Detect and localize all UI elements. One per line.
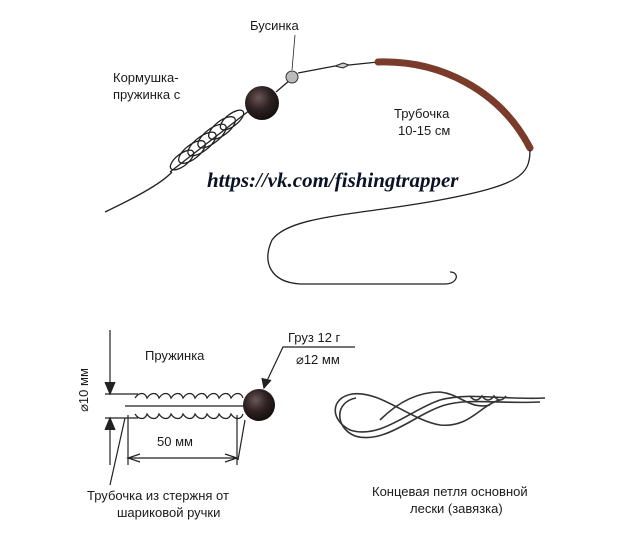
tube-label-line-1: Трубочка — [394, 106, 450, 121]
tube-caption-line-2: шариковой ручки — [117, 505, 221, 520]
feeder-weight-ball — [245, 86, 279, 120]
spring-label: Пружинка — [145, 348, 205, 363]
swivel — [333, 62, 351, 69]
tube-caption-line-1: Трубочка из стержня от — [87, 488, 229, 503]
bead — [285, 70, 299, 84]
weight-label: Груз 12 г — [288, 330, 341, 345]
feeder-label-line-1: Кормушка- — [113, 70, 179, 85]
leader-line — [267, 149, 531, 285]
weight-ball — [243, 389, 275, 421]
dimension-lines — [104, 330, 355, 486]
end-loop-knot — [334, 391, 546, 439]
feeder-label-line-2: пружинка с — [113, 87, 181, 102]
tube — [374, 58, 534, 152]
spring-bottom — [125, 392, 248, 420]
feeder-spring — [169, 109, 251, 173]
length-label: 50 мм — [157, 434, 193, 449]
loop-caption-line-1: Концевая петля основной — [372, 484, 528, 499]
watermark-url: https://vk.com/fishingtrapper — [207, 168, 459, 192]
weight-diameter-label: ⌀12 мм — [296, 352, 340, 367]
loop-caption-line-2: лески (завязка) — [410, 501, 503, 516]
bead-label: Бусинка — [250, 18, 299, 33]
main-line — [104, 171, 173, 213]
tube-label-line-2: 10-15 см — [398, 123, 451, 138]
spring-diameter-label: ⌀10 мм — [75, 368, 91, 412]
